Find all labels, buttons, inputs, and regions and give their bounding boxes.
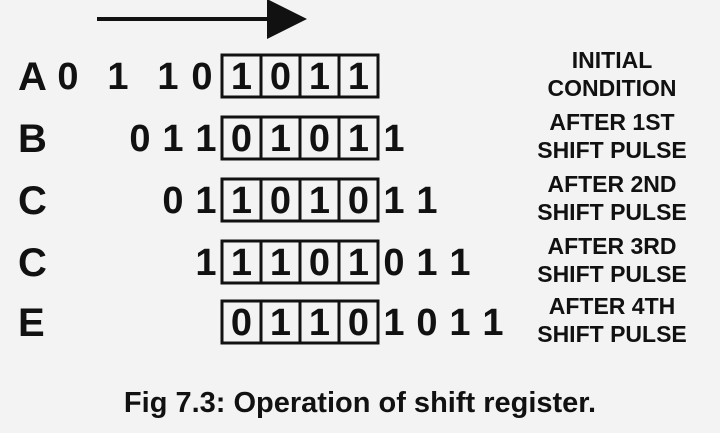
input-bit: 0: [57, 56, 78, 98]
input-bit: 1: [162, 118, 183, 160]
register-bit: 1: [348, 56, 369, 98]
condition-label: SHIFT PULSE: [537, 199, 687, 225]
register-bit: 0: [270, 180, 291, 222]
register-bit: 1: [231, 180, 252, 222]
input-bit: 1: [157, 56, 178, 98]
register-bit: 0: [231, 118, 252, 160]
register-bit: 1: [348, 242, 369, 284]
row-label: B: [18, 117, 47, 161]
condition-label: SHIFT PULSE: [537, 261, 687, 287]
row-label: A: [18, 55, 47, 99]
register-bit: 0: [270, 56, 291, 98]
output-bit: 0: [416, 302, 437, 344]
condition-label: AFTER 4TH: [549, 293, 676, 319]
output-bit: 1: [416, 180, 437, 222]
register-bit: 0: [231, 302, 252, 344]
row-label: C: [18, 179, 47, 223]
output-bit: 1: [482, 302, 503, 344]
register-bit: 1: [309, 56, 330, 98]
register-bit: 1: [270, 302, 291, 344]
input-bit: 1: [195, 118, 216, 160]
output-bit: 1: [449, 242, 470, 284]
condition-label: AFTER 2ND: [547, 171, 676, 197]
row-label: E: [18, 301, 45, 345]
register-bit: 1: [348, 118, 369, 160]
figure-caption: Fig 7.3: Operation of shift register.: [124, 387, 596, 419]
row-label: C: [18, 241, 47, 285]
input-bit: 1: [195, 180, 216, 222]
register-bit: 1: [231, 242, 252, 284]
condition-label: SHIFT PULSE: [537, 137, 687, 163]
register-bit: 1: [231, 56, 252, 98]
register-bit: 1: [270, 242, 291, 284]
output-bit: 0: [383, 242, 404, 284]
condition-label: SHIFT PULSE: [537, 321, 687, 347]
register-bit: 1: [270, 118, 291, 160]
register-bit: 0: [348, 180, 369, 222]
input-bit: 0: [162, 180, 183, 222]
condition-label: INITIAL: [572, 47, 653, 73]
register-bit: 0: [309, 118, 330, 160]
condition-label: AFTER 3RD: [547, 233, 676, 259]
register-bit: 1: [309, 180, 330, 222]
output-bit: 1: [449, 302, 470, 344]
input-bit: 0: [129, 118, 150, 160]
input-bit: 1: [107, 56, 128, 98]
output-bit: 1: [383, 180, 404, 222]
output-bit: 1: [383, 118, 404, 160]
output-bit: 1: [416, 242, 437, 284]
register-bit: 1: [309, 302, 330, 344]
register-bit: 0: [309, 242, 330, 284]
output-bit: 1: [383, 302, 404, 344]
condition-label: AFTER 1ST: [549, 109, 674, 135]
register-bit: 0: [348, 302, 369, 344]
input-bit: 0: [191, 56, 212, 98]
input-bit: 1: [195, 242, 216, 284]
condition-label: CONDITION: [547, 75, 676, 101]
